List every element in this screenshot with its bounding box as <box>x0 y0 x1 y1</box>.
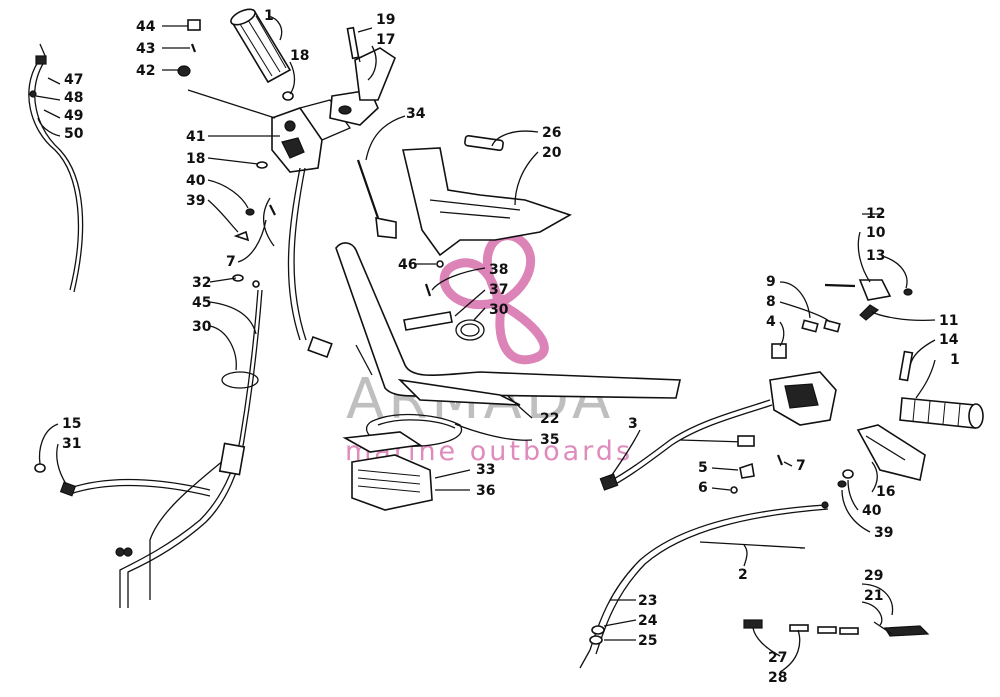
small-hardware-left <box>177 19 294 101</box>
callout-12: 12 <box>866 206 885 222</box>
callout-13: 13 <box>866 248 885 264</box>
callout-39-left: 39 <box>186 193 205 209</box>
callout-19: 19 <box>376 12 395 28</box>
callout-20: 20 <box>542 145 562 161</box>
left-control-housing <box>271 99 351 173</box>
callout-8: 8 <box>766 294 776 310</box>
callout-34: 34 <box>406 106 426 122</box>
callout-30-left: 30 <box>192 319 212 335</box>
callout-45: 45 <box>192 295 211 311</box>
callout-15: 15 <box>62 416 81 432</box>
callout-11: 11 <box>939 313 958 329</box>
handlebar <box>335 242 681 399</box>
callout-1-left-grip: 1 <box>264 8 274 24</box>
callout-7-left: 7 <box>226 254 236 270</box>
callout-10: 10 <box>866 225 886 241</box>
callout-35: 35 <box>540 432 559 448</box>
handlebar-mount <box>342 378 521 511</box>
callout-39-right: 39 <box>874 525 893 541</box>
callout-18: 18 <box>290 48 309 64</box>
callout-46: 46 <box>398 257 417 273</box>
callout-49: 49 <box>64 108 83 124</box>
wiring-harness <box>34 289 263 608</box>
callout-50: 50 <box>64 126 84 142</box>
callout-38: 38 <box>489 262 508 278</box>
callout-labels: 1 19 17 18 44 43 42 47 48 49 50 34 26 20… <box>62 8 960 686</box>
handlebar-pad <box>402 134 572 257</box>
callout-4: 4 <box>766 314 776 330</box>
callout-1-right-grip: 1 <box>950 352 960 368</box>
callout-24: 24 <box>638 613 658 629</box>
callout-40-left: 40 <box>186 173 206 189</box>
throttle-cable-left <box>287 167 333 359</box>
watermark-propeller-logo <box>439 231 549 365</box>
callout-21: 21 <box>864 588 883 604</box>
right-upper-hardware <box>824 279 913 321</box>
right-control-housing <box>769 319 841 426</box>
callout-7-right: 7 <box>796 458 806 474</box>
callout-14: 14 <box>939 332 959 348</box>
callout-33: 33 <box>476 462 495 478</box>
callout-25: 25 <box>638 633 657 649</box>
callout-6: 6 <box>698 480 708 496</box>
kill-switch-cable <box>28 43 84 293</box>
callout-17: 17 <box>376 32 395 48</box>
leader-lines <box>35 15 936 673</box>
left-fasteners <box>232 161 276 288</box>
callout-43: 43 <box>136 41 155 57</box>
callout-42: 42 <box>136 63 155 79</box>
brake-lever <box>837 424 926 488</box>
callout-29: 29 <box>864 568 883 584</box>
right-throttle-cable <box>579 501 829 669</box>
callout-28: 28 <box>768 670 787 686</box>
callout-37: 37 <box>489 282 508 298</box>
callout-5: 5 <box>698 460 708 476</box>
callout-2: 2 <box>738 567 748 583</box>
callout-48: 48 <box>64 90 83 106</box>
lever-bracket <box>329 26 396 126</box>
callout-32: 32 <box>192 275 211 291</box>
callout-27: 27 <box>768 650 787 666</box>
callout-40-right: 40 <box>862 503 882 519</box>
throttle-cable-parts <box>743 619 930 637</box>
right-wiring <box>599 399 784 494</box>
callout-30-center: 30 <box>489 302 509 318</box>
center-hardware <box>356 159 485 341</box>
callout-3: 3 <box>628 416 638 432</box>
callout-23: 23 <box>638 593 657 609</box>
callout-44: 44 <box>136 19 156 35</box>
right-grip <box>898 350 984 429</box>
callout-26: 26 <box>542 125 561 141</box>
callout-36: 36 <box>476 483 495 499</box>
callout-41: 41 <box>186 129 205 145</box>
callout-9: 9 <box>766 274 776 290</box>
callout-18-lower: 18 <box>186 151 205 167</box>
callout-22: 22 <box>540 411 559 427</box>
callout-31: 31 <box>62 436 81 452</box>
callout-16: 16 <box>876 484 895 500</box>
left-grip <box>230 8 292 84</box>
callout-47: 47 <box>64 72 83 88</box>
